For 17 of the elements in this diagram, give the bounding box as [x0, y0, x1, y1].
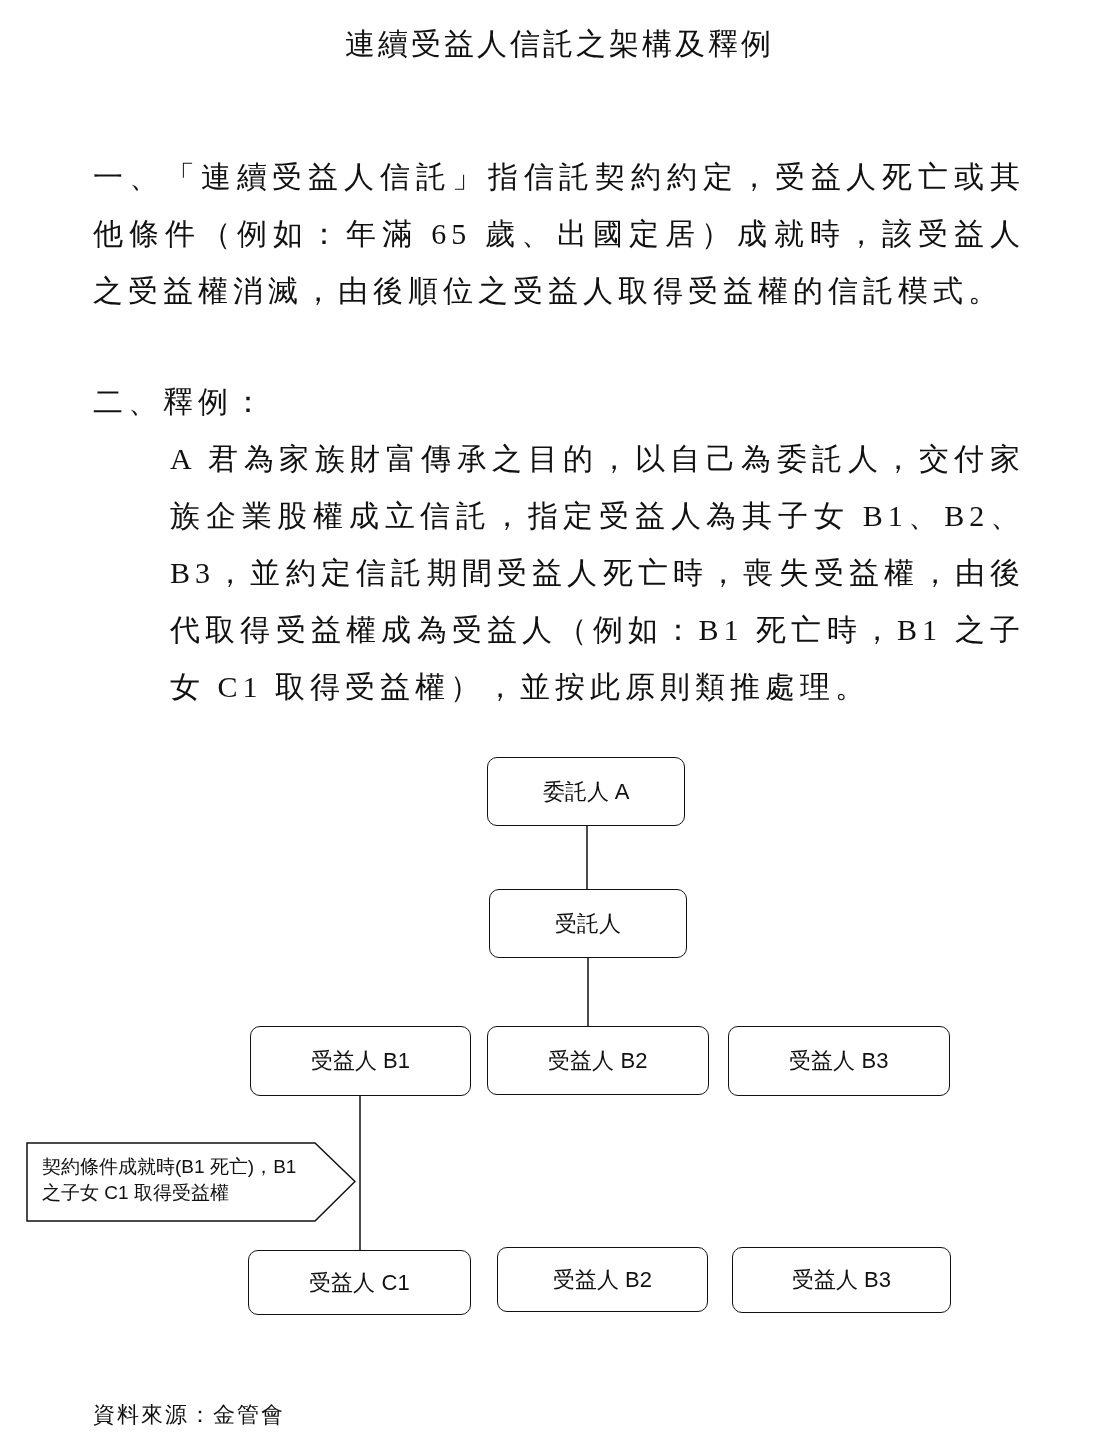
source-note: 資料來源：金管會: [93, 1401, 285, 1429]
example-paragraph: A 君為家族財富傳承之目的，以自己為委託人，交付家族企業股權成立信託，指定受益人為其子女 B1、B2、B3，並約定信託期間受益人死亡時，喪失受益權，由後代取得受益權成為受益人（例如：B1 死亡時，B1 之子女 C1 取得受益權），並按此原則類推處理。: [170, 441, 1025, 705]
section-heading: 二、釋例：: [93, 384, 268, 420]
role-box: 受益人 B2: [487, 1026, 709, 1095]
connector-line: [359, 1095, 361, 1251]
role-box: 受益人 B3: [732, 1247, 951, 1313]
callout-arrow: 契約條件成就時(B1 死亡)，B1 之子女 C1 取得受益權: [26, 1142, 356, 1222]
role-box: 受益人 B2: [497, 1247, 708, 1312]
role-box: 受益人 B1: [250, 1026, 471, 1096]
role-box: 受益人 B3: [728, 1026, 950, 1096]
page-title: 連續受益人信託之架構及釋例: [343, 26, 775, 62]
role-box: 委託人 A: [487, 757, 685, 826]
role-box: 受託人: [489, 889, 687, 958]
connector-line: [587, 957, 589, 1027]
definition-paragraph: 一、「連續受益人信託」指信託契約約定，受益人死亡或其他條件（例如：年滿 65 歲、出國定居）成就時，該受益人之受益權消滅，由後順位之受益人取得受益權的信託模式。: [93, 159, 1025, 309]
role-box: 受益人 C1: [248, 1250, 471, 1315]
connector-line: [586, 825, 588, 890]
